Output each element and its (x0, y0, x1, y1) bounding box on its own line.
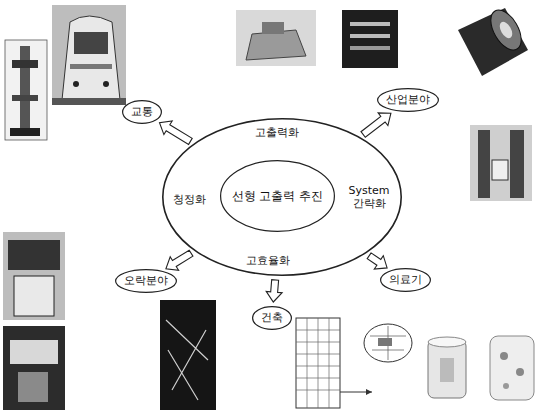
outer-ellipse: 고출력화 System 간략화고효율화 청정화 선형 고출력 추진 (162, 118, 402, 276)
building-drawing (296, 318, 372, 408)
node-text: 고출력화 (242, 126, 312, 139)
node-text: 오락분야 (115, 274, 177, 287)
train-photo (52, 5, 126, 105)
node-text: 의료기 (380, 273, 431, 286)
node-text: 교통 (122, 105, 162, 118)
circle-diagram (364, 324, 412, 362)
hollow-arrow (166, 250, 193, 270)
amusement-photo (3, 232, 65, 410)
machine-photo (236, 10, 316, 66)
node-text: 선형 고출력 추진 (228, 189, 327, 203)
tower-photo (5, 40, 47, 140)
cylinder-photo (428, 336, 534, 400)
field-ellipse: 산업분야 (377, 88, 439, 112)
hollow-arrow (160, 121, 193, 144)
hollow-arrow (361, 113, 391, 137)
aerial-photo (160, 300, 216, 410)
node-text: System 간략화 (346, 184, 392, 210)
node-text: 건축 (252, 311, 292, 324)
field-ellipse: 건축 (252, 306, 292, 330)
hollow-arrow (367, 253, 387, 269)
core-ellipse: 선형 고출력 추진 (220, 160, 335, 232)
panel-photo (342, 10, 398, 68)
node-text: 청정화 (169, 193, 209, 206)
hollow-arrow (266, 280, 282, 302)
field-ellipse: 교통 (122, 100, 162, 124)
field-ellipse: 의료기 (380, 268, 431, 292)
elevator-photo (470, 125, 532, 201)
motor-photo (458, 5, 528, 76)
field-ellipse: 오락분야 (115, 269, 177, 293)
node-text: 고효율화 (233, 254, 303, 267)
node-text: 산업분야 (377, 93, 439, 106)
